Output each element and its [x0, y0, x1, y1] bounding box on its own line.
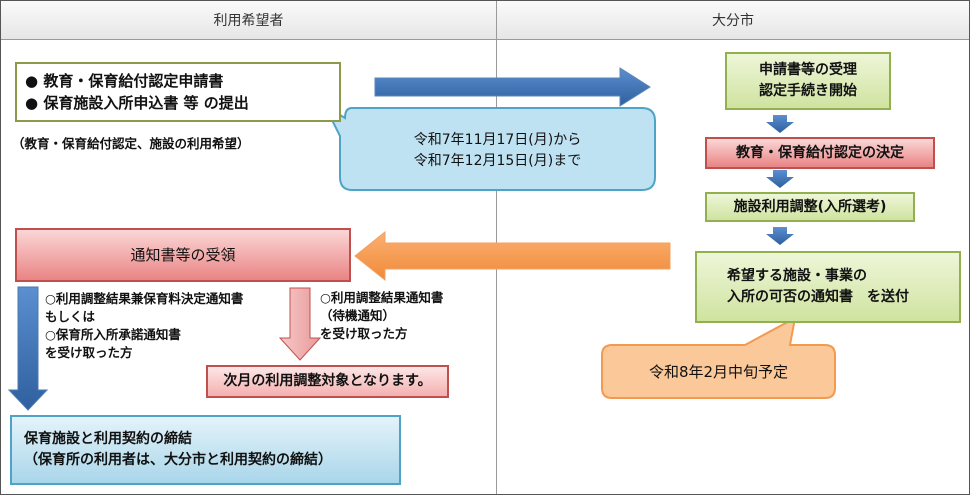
header-applicant: 利用希望者 — [1, 1, 496, 40]
accepted-line: ○利用調整結果兼保育料決定通知書 — [45, 291, 244, 306]
accepted-line: を受け取った方 — [45, 345, 133, 361]
waiting-line: （待機通知） — [320, 308, 396, 324]
accepted-arrow-down — [7, 286, 49, 411]
accepted-line: ○保育所入所承諾通知書 — [45, 327, 181, 343]
flow-arrow-1 — [766, 115, 794, 133]
step-receipt-line: 認定手続き開始 — [759, 83, 857, 99]
contract-line: 保育施設と利用契約の締結 — [24, 431, 192, 447]
period-end: 令和7年12月15日(月)まで — [413, 153, 582, 169]
step-notice-line: 希望する施設・事業の — [727, 268, 867, 284]
submission-box: ● 教育・保育給付認定申請書 ● 保育施設入所申込書 等 の提出 — [15, 62, 341, 122]
receive-notice: 通知書等の受領 — [15, 228, 351, 282]
accepted-conditions: ○利用調整結果兼保育料決定通知書 もしくは ○保育所入所承諾通知書 を受け取った… — [45, 290, 243, 363]
step-receipt-line: 申請書等の受理 — [759, 62, 857, 78]
notice-arrow-left — [354, 230, 671, 282]
flow-arrow-2 — [766, 170, 794, 188]
schedule-callout — [601, 316, 836, 399]
next-month-box: 次月の利用調整対象となります。 — [206, 365, 449, 398]
submit-item: ● 保育施設入所申込書 等 の提出 — [25, 94, 249, 112]
contract-box: 保育施設と利用契約の締結 （保育所の利用者は、大分市と利用契約の締結） — [10, 415, 401, 485]
period-callout — [322, 103, 656, 191]
step-receipt: 申請書等の受理 認定手続き開始 — [725, 52, 891, 110]
accepted-line: もしくは — [45, 309, 96, 325]
waiting-line: ○利用調整結果通知書 — [320, 290, 444, 305]
flow-arrow-3 — [766, 227, 794, 245]
schedule-text: 令和8年2月中旬予定 — [648, 362, 789, 381]
step-notice-line: 入所の可否の通知書 を送付 — [727, 289, 909, 305]
waiting-line: を受け取った方 — [320, 326, 408, 342]
waiting-conditions: ○利用調整結果通知書 （待機通知） を受け取った方 — [320, 289, 443, 343]
application-period: 令和7年11月17日(月)から 令和7年12月15日(月)まで — [345, 118, 650, 184]
contract-line: （保育所の利用者は、大分市と利用契約の締結） — [24, 452, 332, 468]
step-certification: 教育・保育給付認定の決定 — [705, 137, 935, 169]
waiting-arrow-down — [278, 287, 322, 361]
step-adjustment: 施設利用調整(入所選考) — [705, 192, 915, 222]
submit-arrow-right — [374, 67, 651, 107]
header-city: 大分市 — [497, 1, 969, 40]
submit-item: ● 教育・保育給付認定申請書 — [25, 71, 224, 90]
step-notice: 希望する施設・事業の 入所の可否の通知書 を送付 — [695, 251, 961, 323]
period-start: 令和7年11月17日(月)から — [413, 132, 582, 148]
submit-note: （教育・保育給付認定、施設の利用希望） — [12, 136, 250, 151]
